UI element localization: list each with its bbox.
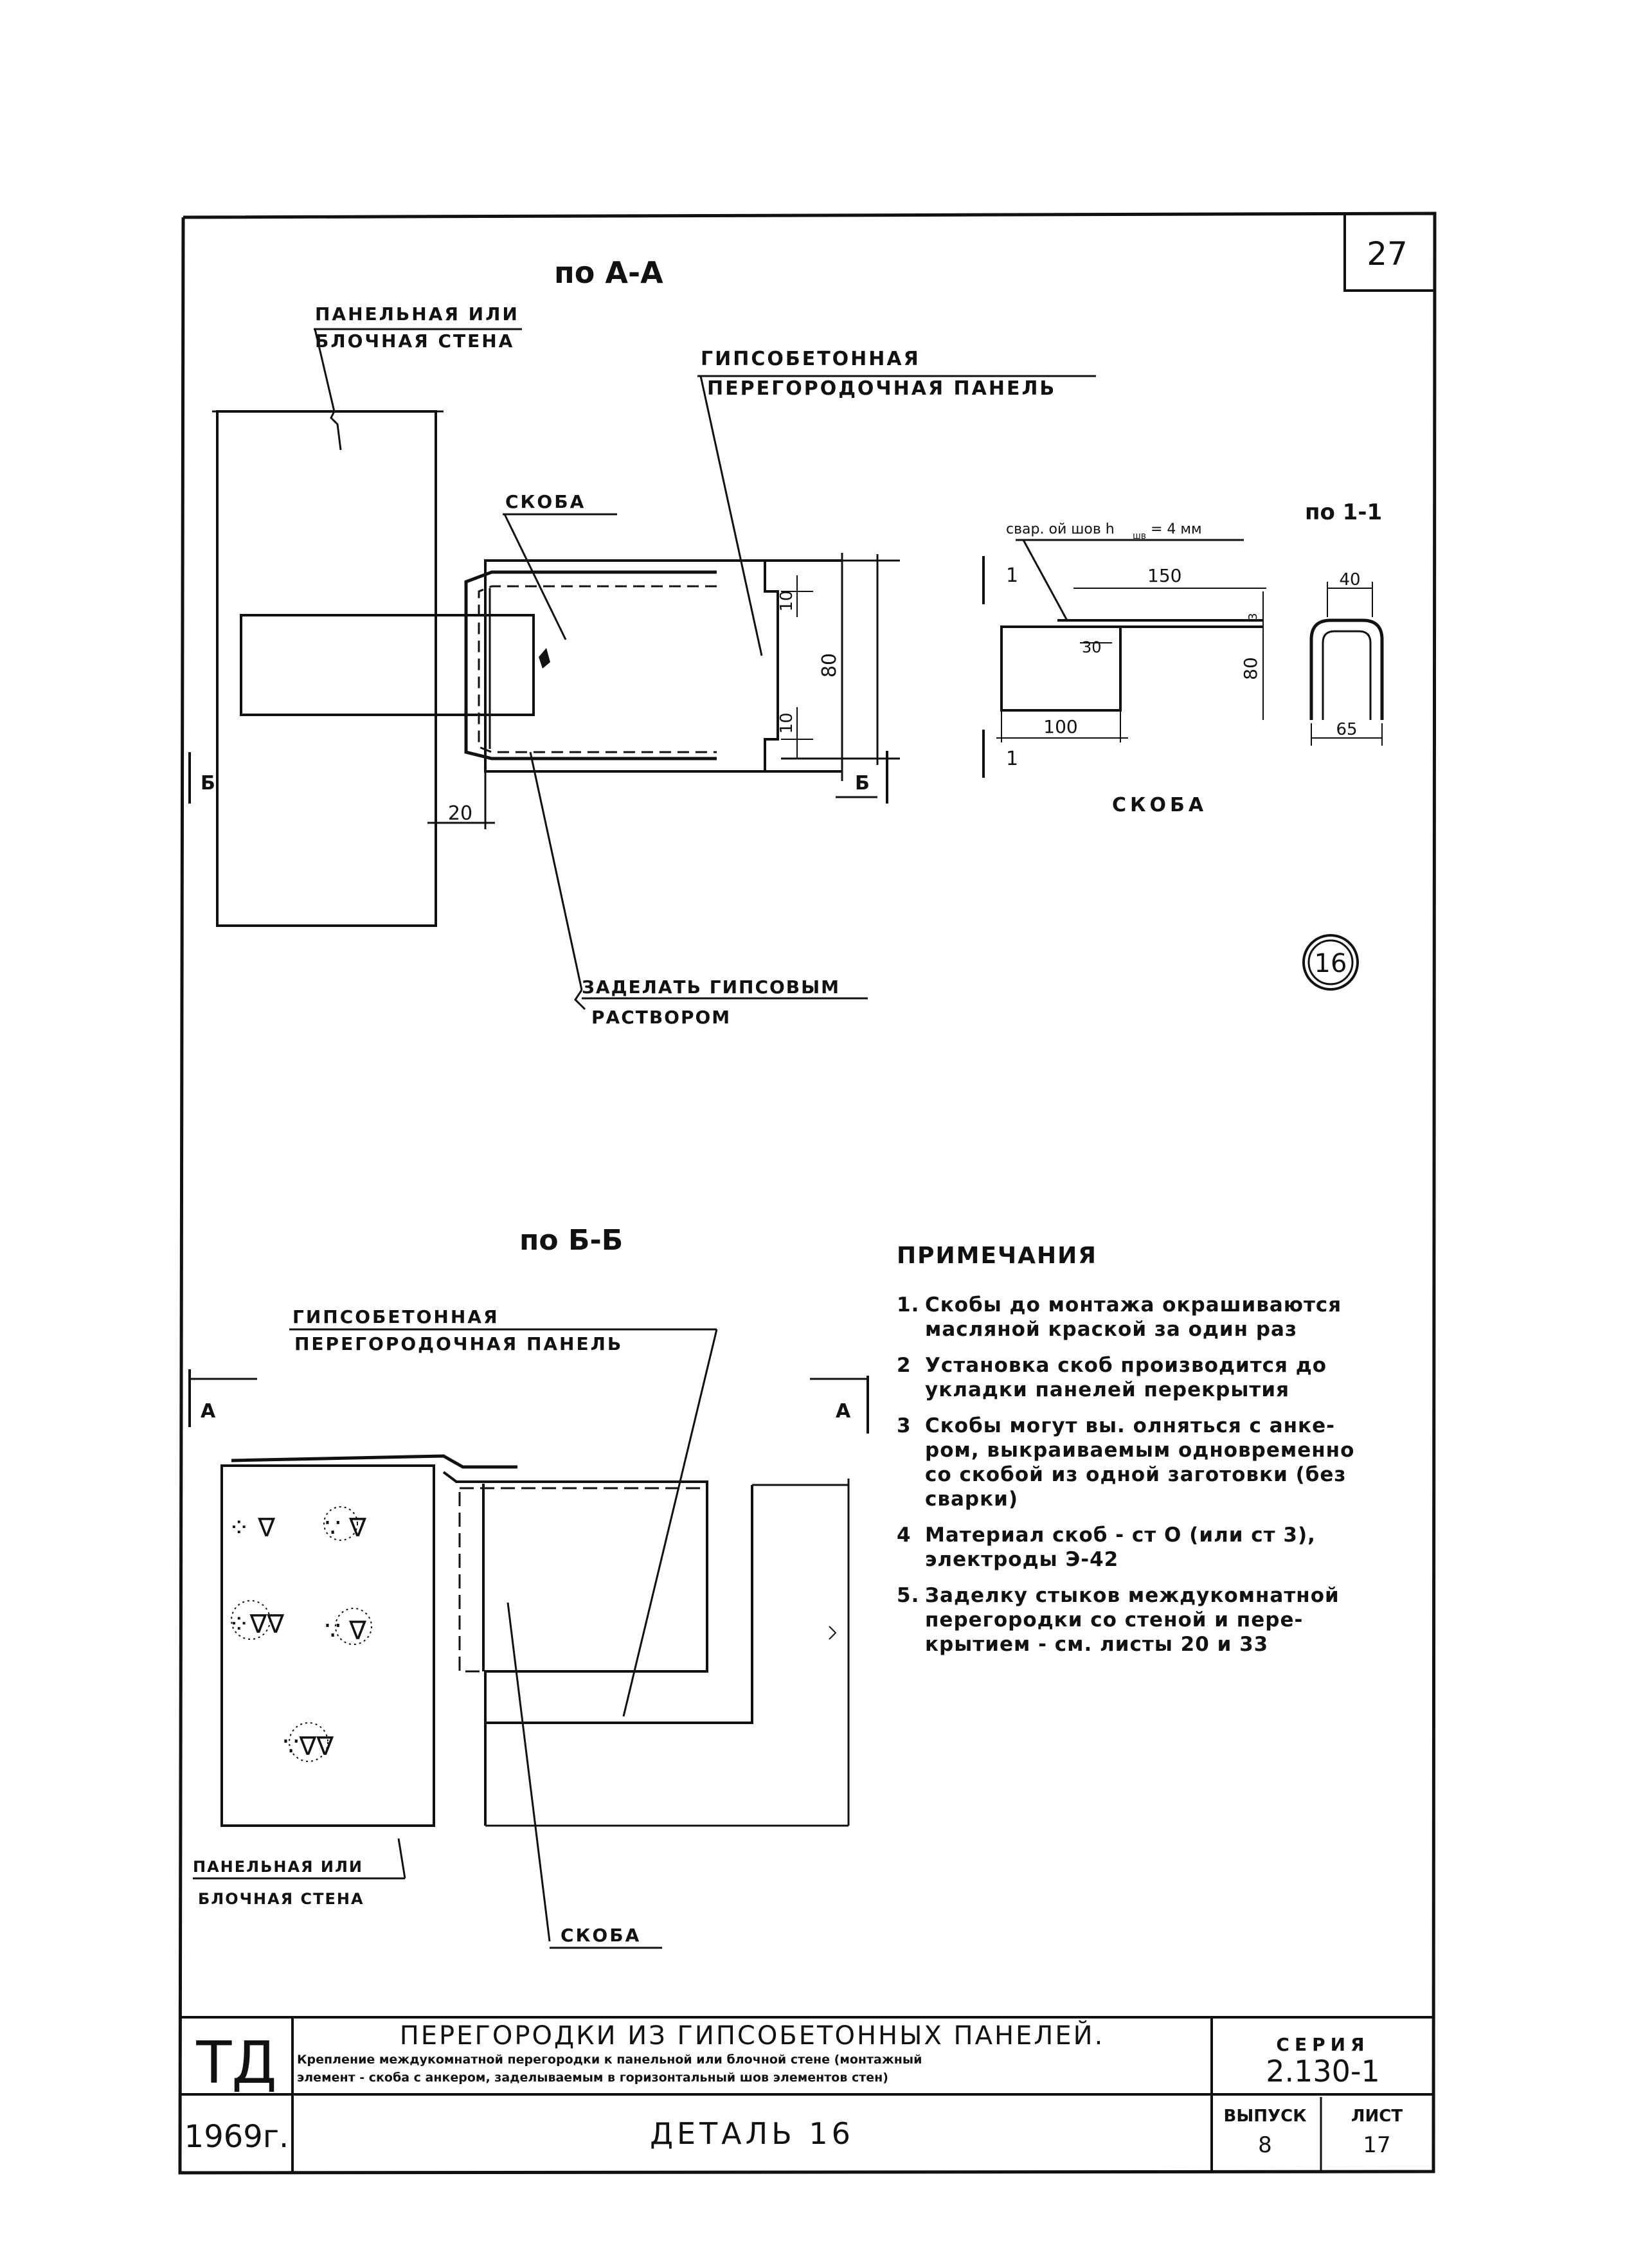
aa-wall <box>216 410 437 927</box>
bb-panel-label-1: ГИПСОБЕТОННАЯ <box>292 1306 499 1327</box>
bd-dim-100: 100 <box>1043 716 1077 737</box>
aa-cut-mark-left: Б <box>201 772 215 795</box>
note-number: 1. <box>897 1293 920 1317</box>
issue-label: ВЫПУСК <box>1224 2107 1307 2126</box>
section-aa: по А-А ПАНЕЛЬНАЯ ИЛИ БЛОЧНАЯ СТЕНА ГИПСО… <box>188 255 1096 1028</box>
note-line: перегородки со стеной и пере- <box>925 1608 1304 1632</box>
svg-text:∵ ∇: ∵ ∇ <box>325 1513 366 1543</box>
section-11-title: по 1-1 <box>1305 499 1382 525</box>
note-number: 4 <box>897 1524 911 1547</box>
aa-fill-label-2: РАСТВОРОМ <box>591 1007 731 1028</box>
weld-value: = 4 мм <box>1151 521 1202 537</box>
bracket-caption: СКОБА <box>1112 794 1207 816</box>
bd-cut-1-bottom: 1 <box>1006 748 1018 770</box>
aa-panel-label-1: ГИПСОБЕТОННАЯ <box>701 348 920 370</box>
aa-dim-20: 20 <box>448 802 472 825</box>
svg-text:∵ ∇: ∵ ∇ <box>325 1616 366 1646</box>
svg-text:∵∇∇: ∵∇∇ <box>283 1732 334 1761</box>
sheet-frame <box>178 211 1437 2175</box>
aa-wall-label-2: БЛОЧНАЯ СТЕНА <box>315 330 514 352</box>
note-number: 2 <box>897 1354 911 1377</box>
note-line: Заделку стыков междукомнатной <box>925 1584 1340 1607</box>
bd-dim-30: 30 <box>1082 638 1102 656</box>
series-value: 2.130-1 <box>1266 2054 1380 2089</box>
note-line: Скобы до монтажа окрашиваются <box>925 1293 1342 1317</box>
bb-wall-label-2: БЛОЧНАЯ СТЕНА <box>198 1890 364 1908</box>
aa-bracket-label: СКОБА <box>505 491 586 512</box>
sheet-number: 27 <box>1367 235 1408 273</box>
title-block: ТД 1969г. ПЕРЕГОРОДКИ ИЗ ГИПСОБЕТОННЫХ П… <box>181 2016 1433 2172</box>
bb-bracket-label: СКОБА <box>561 1925 641 1946</box>
bb-cut-mark-right: А <box>836 1400 851 1423</box>
aa-cut-mark-right: Б <box>855 772 870 795</box>
weld-label: свар. ой шов h <box>1006 521 1115 537</box>
bb-panel-label-2: ПЕРЕГОРОДОЧНАЯ ПАНЕЛЬ <box>294 1333 623 1354</box>
note-line: укладки панелей перекрытия <box>925 1378 1290 1401</box>
bd-dim-80: 80 <box>1240 657 1261 680</box>
year: 1969г. <box>184 2119 289 2155</box>
note-item: 2 Установка скоб производится до укладки… <box>897 1353 1437 1402</box>
note-line: сварки) <box>925 1488 1019 1511</box>
bd-dim-150: 150 <box>1147 565 1181 586</box>
notes: ПРИМЕЧАНИЯ 1. Скобы до монтажа окрашиваю… <box>897 1244 1437 1668</box>
drawing-subtitle-1: Крепление междукомнатной перегородки к п… <box>297 2053 922 2067</box>
weld-label-sub: шв <box>1133 531 1146 541</box>
note-item: 3 Скобы могут вы. олняться с анке- ром, … <box>897 1414 1437 1511</box>
bd-dim-40: 40 <box>1339 570 1360 589</box>
sheet-label: ЛИСТ <box>1351 2107 1403 2126</box>
notes-title: ПРИМЕЧАНИЯ <box>897 1243 1097 1269</box>
bb-top-plate <box>231 1454 517 1469</box>
note-item: 5. Заделку стыков междукомнатной перегор… <box>897 1583 1437 1657</box>
stamp-number: 16 <box>1315 949 1347 978</box>
drawing-subtitle-2: элемент - скоба с анкером, заделываемым … <box>297 2071 888 2085</box>
note-number: 3 <box>897 1414 911 1437</box>
note-line: Материал скоб - ст О (или ст 3), <box>925 1524 1316 1547</box>
bb-wall-aggregate: ⁘ ∇ ∵ ∇ ⁘∇∇ ∵ ∇ ∵∇∇ <box>228 1506 372 1762</box>
bd-dim-3: 3 <box>1246 613 1260 620</box>
note-line: со скобой из одной заготовки (без <box>925 1463 1347 1486</box>
detail-stamp: 16 <box>1302 934 1359 991</box>
sheet-value: 17 <box>1363 2132 1390 2158</box>
bb-wall-label-1: ПАНЕЛЬНАЯ ИЛИ <box>193 1858 363 1876</box>
bb-cut-mark-left: А <box>201 1400 216 1423</box>
aa-panel <box>484 559 842 773</box>
note-line: Скобы могут вы. олняться с анке- <box>925 1414 1335 1437</box>
section-bb-title: по Б-Б <box>519 1224 623 1257</box>
bd-dim-65: 65 <box>1336 720 1357 739</box>
aa-fill-label-1: ЗАДЕЛАТЬ ГИПСОВЫМ <box>582 976 840 998</box>
bd-cut-1-top: 1 <box>1006 564 1018 587</box>
issue-value: 8 <box>1258 2132 1272 2158</box>
sheet-number-box: 27 <box>1343 215 1433 292</box>
series-label: СЕРИЯ <box>1276 2034 1369 2055</box>
section-bb: по Б-Б ГИПСОБЕТОННАЯ ПЕРЕГОРОДОЧНАЯ ПАНЕ… <box>188 1224 869 1949</box>
drawing-title: ПЕРЕГОРОДКИ ИЗ ГИПСОБЕТОННЫХ ПАНЕЛЕЙ. <box>400 2020 1105 2051</box>
org-mark: ТД <box>195 2029 276 2097</box>
note-line: ром, выкраиваемым одновременно <box>925 1439 1355 1462</box>
aa-anchor-bar <box>240 614 535 716</box>
bracket-section-11 <box>1309 618 1384 720</box>
note-line: Установка скоб производится до <box>925 1354 1327 1377</box>
aa-dim-80: 80 <box>818 653 841 678</box>
aa-bracket <box>464 570 717 760</box>
svg-text:⁘ ∇: ⁘ ∇ <box>228 1513 275 1543</box>
aa-wall-label-1: ПАНЕЛЬНАЯ ИЛИ <box>315 303 519 325</box>
aa-dim-10-top: 10 <box>777 590 796 611</box>
svg-text:⁘∇∇: ⁘∇∇ <box>228 1610 284 1639</box>
note-line: масляной краской за один раз <box>925 1318 1297 1341</box>
note-line: электроды Э-42 <box>925 1548 1119 1571</box>
note-item: 1. Скобы до монтажа окрашиваются масляно… <box>897 1293 1437 1342</box>
note-item: 4 Материал скоб - ст О (или ст 3), элект… <box>897 1523 1437 1572</box>
note-line: крытием - см. листы 20 и 33 <box>925 1633 1269 1656</box>
aa-panel-label-2: ПЕРЕГОРОДОЧНАЯ ПАНЕЛЬ <box>707 377 1056 400</box>
aa-dim-10-bottom: 10 <box>777 712 796 733</box>
bracket-elevation <box>1000 625 1122 712</box>
note-number: 5. <box>897 1584 920 1607</box>
detail-name: ДЕТАЛЬ 16 <box>650 2116 854 2151</box>
bracket-detail: свар. ой шов h шв = 4 мм по 1-1 150 3 80… <box>982 499 1384 816</box>
section-aa-title: по А-А <box>554 255 663 290</box>
